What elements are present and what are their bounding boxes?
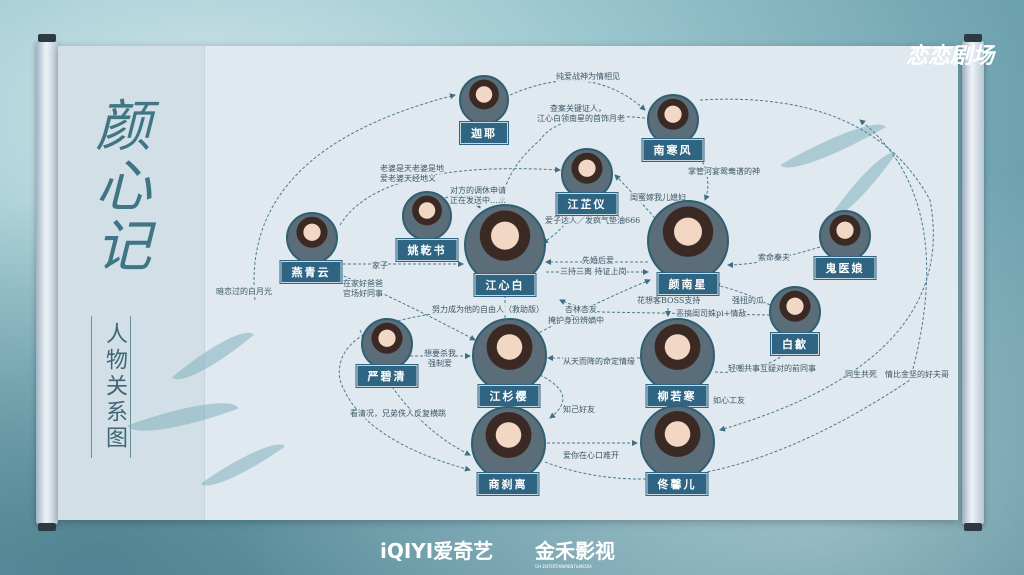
portrait-yaoqianshu[interactable]: [402, 191, 452, 241]
edge: [727, 246, 821, 268]
relation-label: 查案关键证人，: [550, 104, 606, 114]
relation-label: 三持三离 持证上岗: [560, 267, 627, 277]
relation-label: 从天而降的命定情缘: [563, 357, 635, 367]
title-panel: 颜心记 人物关系图: [58, 46, 205, 520]
scroll-roller-right: [962, 34, 984, 531]
relation-label: 先婚后爱: [582, 256, 614, 266]
relation-label: 花想客BOSS支持: [637, 296, 701, 306]
diagram-subtitle: 人物关系图: [91, 316, 131, 458]
relation-label: 强制爱: [428, 359, 452, 369]
relation-label: 想要杀我: [424, 349, 456, 359]
portrait-tongxiner[interactable]: [640, 405, 715, 480]
portrait-yannanxing[interactable]: [647, 200, 729, 282]
portrait-baishe[interactable]: [769, 286, 821, 338]
relation-label: 如心工友: [713, 396, 745, 406]
name-plate: 商刹离: [476, 472, 540, 496]
relation-label: 爱子达人／发疯气垫油666: [545, 216, 641, 226]
portrait-jiaye[interactable]: [459, 75, 509, 125]
relation-label: 努力成为他的自由人（救助版）: [432, 305, 544, 315]
iqiyi-logo: iQIYI爱奇艺: [380, 539, 494, 563]
relation-label: 爱老婆天经地义: [380, 174, 436, 184]
relation-label: 江心白领南星的首饰月老: [537, 114, 625, 124]
relation-label: 看清况，兄弟佚人反复横跳: [350, 409, 446, 419]
portrait-shangchali[interactable]: [471, 406, 546, 481]
relation-label: 暗恋过的白月光: [216, 287, 272, 297]
name-plate: 颜南星: [656, 272, 720, 296]
relation-label: 老婆是天老婆是地: [380, 164, 444, 174]
name-plate: 严碧清: [355, 364, 419, 388]
name-plate: 南寒风: [641, 138, 705, 162]
portrait-liuruohan[interactable]: [640, 318, 715, 393]
relation-label: 掌管河宴鸳鸯谱的神: [688, 167, 760, 177]
edge: [539, 374, 564, 419]
relation-label: 家子: [372, 261, 388, 271]
edge: [544, 119, 928, 480]
relation-label: 知己好友: [563, 405, 595, 415]
name-plate: 燕青云: [279, 260, 343, 284]
relation-label: 爱你在心口难开: [563, 451, 619, 461]
edge: [699, 98, 934, 432]
name-plate: 江杉樱: [477, 384, 541, 408]
relation-label: 杏林杏友: [565, 305, 597, 315]
name-plate: 姚乾书: [395, 238, 459, 262]
edge: [338, 309, 471, 472]
name-plate: 鬼医娘: [813, 256, 877, 280]
drama-title: 颜心记: [86, 96, 151, 276]
name-plate: 白歙: [770, 332, 820, 356]
edge: [329, 269, 476, 341]
relation-label: 正在发送中……: [450, 196, 506, 206]
jinhe-logo: 金禾影视 GH ENTERTAINMENT&MEDIA: [535, 535, 615, 569]
edge: [714, 283, 771, 306]
edge: [614, 174, 656, 219]
name-plate: 佟馨儿: [645, 472, 709, 496]
portrait-guiyiniang[interactable]: [819, 210, 871, 262]
relation-label: 官场好同事: [343, 289, 383, 299]
portrait-yanqingyun[interactable]: [286, 212, 338, 264]
name-plate: 柳若寒: [645, 384, 709, 408]
relation-label: 索命秦夫: [758, 253, 790, 263]
name-plate: 江心白: [473, 273, 537, 297]
relation-label: 轻嘲共事互疑对的前同事: [728, 364, 816, 374]
edge: [253, 93, 456, 301]
relation-label: 掩护身份辨嫡中: [548, 316, 604, 326]
portrait-jiangshanying[interactable]: [472, 318, 547, 393]
portrait-yanbiqing[interactable]: [361, 318, 413, 370]
name-plate: 江芷仪: [555, 192, 619, 216]
jinhe-logo-subtext: GH ENTERTAINMENT&MEDIA: [535, 564, 592, 569]
relation-label: 纯爱战神为情相见: [556, 72, 620, 82]
portrait-jiangzhiyi[interactable]: [561, 148, 613, 200]
relation-label: 强扭的瓜: [732, 296, 764, 306]
jinhe-logo-text: 金禾影视: [535, 539, 615, 563]
lianlian-theater-logo: 恋恋剧场: [905, 43, 994, 69]
relation-label: 同生共死 情比金坚的好夫哥: [845, 370, 949, 380]
scroll-roller-left: [36, 34, 58, 531]
relation-label: 在家好爸爸: [343, 279, 383, 289]
relation-label: 闺蜜嫁我儿媳妇: [630, 193, 686, 203]
edge: [534, 279, 651, 336]
relation-label: 恶搞闺司姝pi+情敌: [676, 309, 747, 319]
name-plate: 迦耶: [459, 121, 509, 145]
relation-label: 对方的调休申请: [450, 186, 506, 196]
